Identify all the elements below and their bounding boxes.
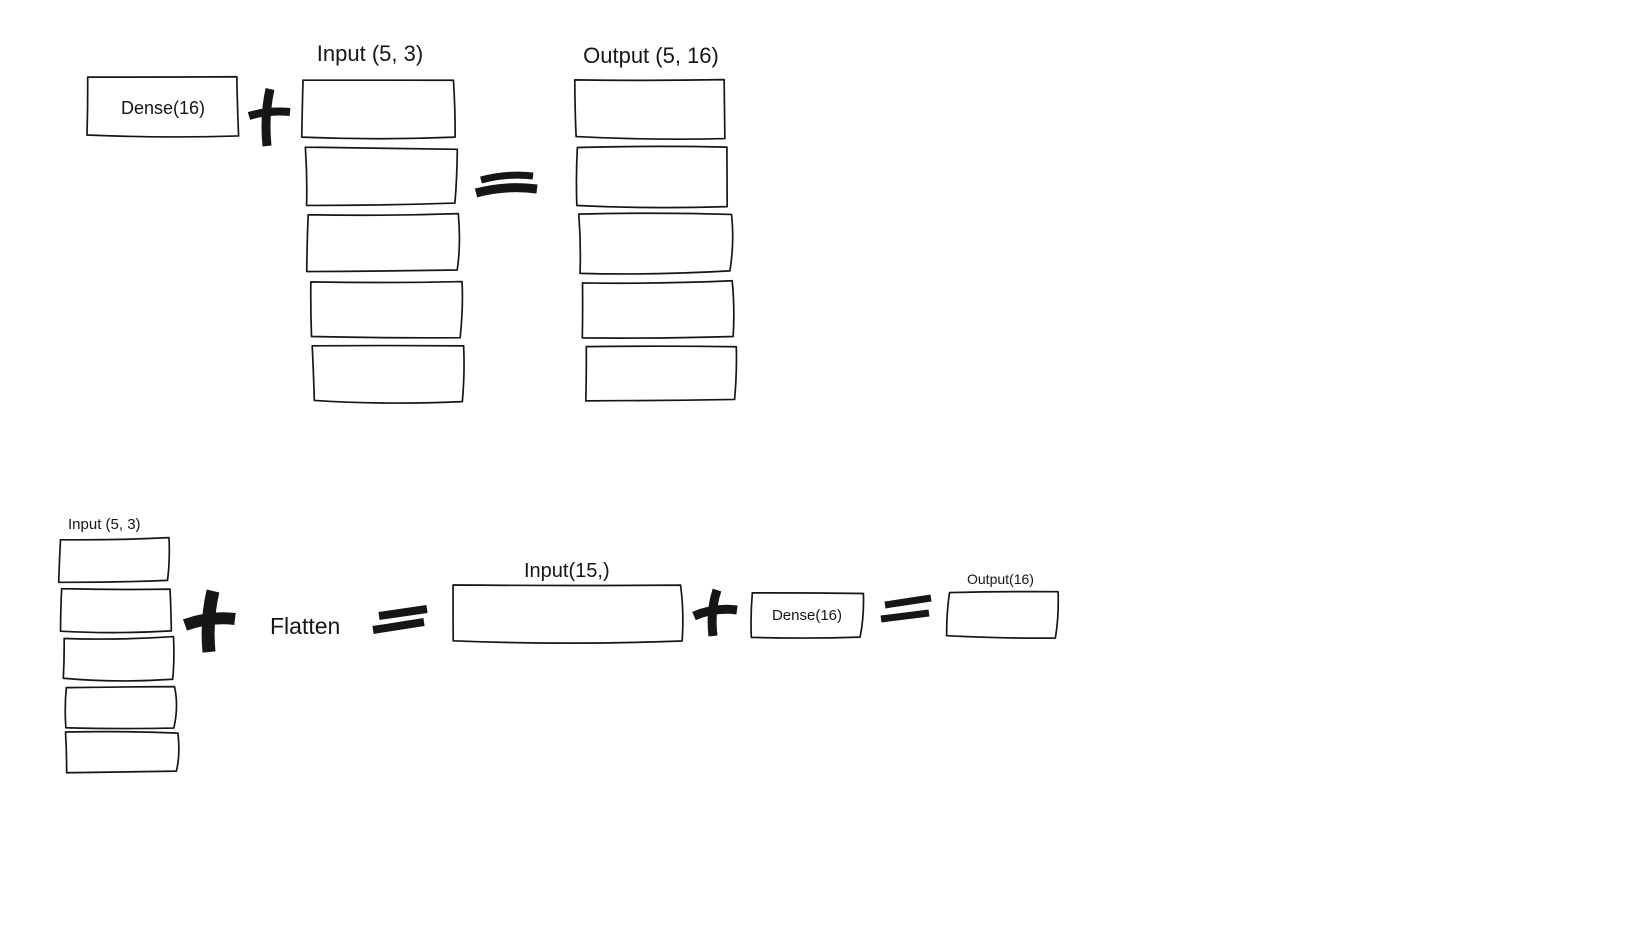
flat-input-title: Input(15,) xyxy=(524,560,610,582)
tensor-row-box xyxy=(581,279,735,339)
equals-bottom-bar xyxy=(372,618,425,634)
plus-horizontal-stroke xyxy=(692,604,738,621)
tensor-row-box xyxy=(577,212,734,275)
flattened-input-box xyxy=(452,584,684,644)
equals-bottom-bar xyxy=(474,183,538,198)
top-equation: Dense(16) Input (5, 3) Output (5, 16) xyxy=(86,41,738,404)
plus-horizontal-stroke xyxy=(182,612,236,631)
dense-layer-box-shape xyxy=(86,75,240,138)
bottom-output-title: Output(16) xyxy=(967,571,1034,587)
tensor-row-box xyxy=(311,344,465,404)
tensor-row-box xyxy=(304,146,459,207)
plus-icon xyxy=(247,88,291,147)
tensor-row-box xyxy=(309,280,464,339)
equals-icon xyxy=(880,594,932,623)
dense-layer-label: Dense(16) xyxy=(121,98,205,118)
tensor-row-box xyxy=(59,587,173,634)
tensor-row-box xyxy=(62,635,175,682)
equals-icon xyxy=(372,605,428,634)
top-input-title: Input (5, 3) xyxy=(317,41,423,66)
bottom-equation: Input (5, 3) Flatten Input(15,) Dense(16… xyxy=(57,516,1060,774)
plus-icon xyxy=(182,589,236,653)
tensor-row-box xyxy=(584,345,738,402)
plus-vertical-stroke xyxy=(261,88,275,147)
tensor-row-box xyxy=(573,78,726,141)
equals-top-bar xyxy=(378,605,428,620)
tensor-row-box xyxy=(57,536,171,584)
bottom-input-tensor-stack xyxy=(57,536,180,774)
equals-top-bar xyxy=(884,594,932,609)
tensor-row-box xyxy=(64,685,178,730)
tensor-row-box xyxy=(305,212,461,273)
flatten-label: Flatten xyxy=(270,613,340,639)
plus-horizontal-stroke xyxy=(247,107,291,120)
top-input-tensor-stack xyxy=(300,79,465,404)
tensor-row-box xyxy=(64,730,180,774)
top-output-title: Output (5, 16) xyxy=(583,43,719,68)
equals-bottom-bar xyxy=(880,609,930,623)
bottom-output-box xyxy=(945,590,1060,639)
dense-layer-box: Dense(16) xyxy=(86,75,240,138)
tensor-row-box xyxy=(300,79,456,140)
top-output-tensor-stack xyxy=(573,78,738,402)
plus-icon xyxy=(692,588,738,637)
bottom-input-title: Input (5, 3) xyxy=(68,516,141,533)
tensor-row-box xyxy=(575,145,729,209)
bottom-dense-layer-box: Dense(16) xyxy=(750,592,865,639)
bottom-dense-label: Dense(16) xyxy=(772,607,842,624)
dense-layer-box-shape xyxy=(750,592,865,639)
equals-icon xyxy=(474,171,538,198)
equals-top-bar xyxy=(480,171,534,184)
